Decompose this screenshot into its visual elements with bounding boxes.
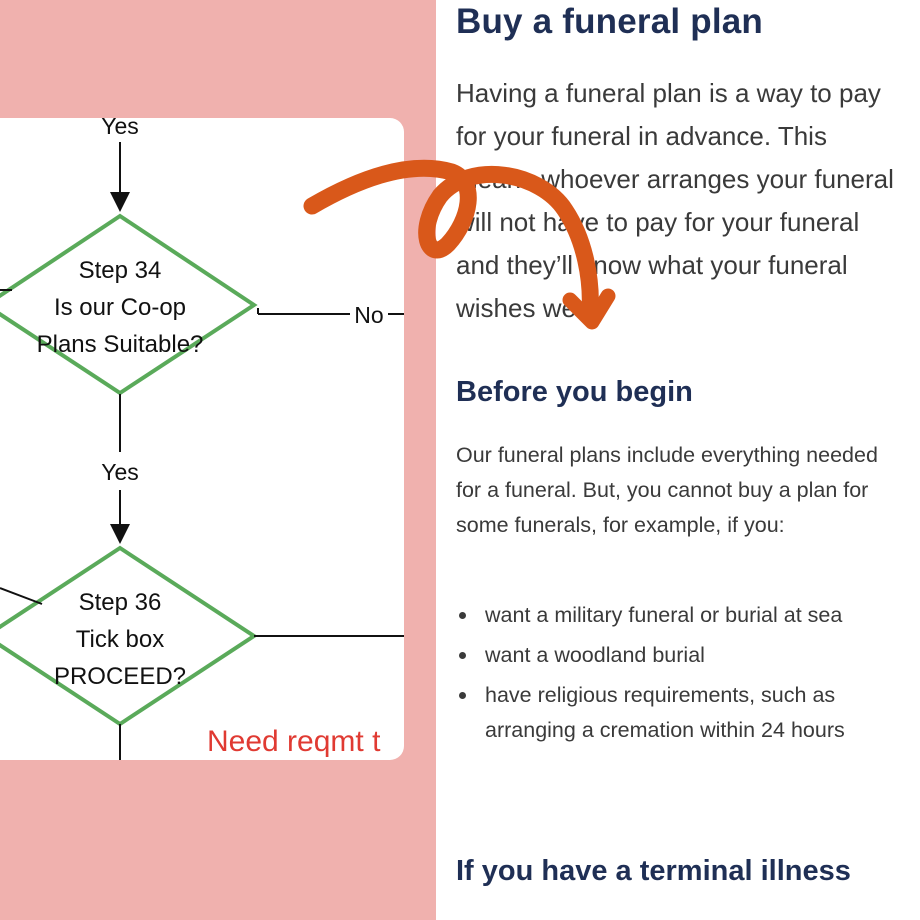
terminal-illness-heading: If you have a terminal illness <box>456 855 851 887</box>
flow-yes-mid: Yes <box>101 459 139 485</box>
flow-note: Need reqmt t <box>207 725 381 758</box>
flowchart-diagram: Yes Step 34 Is our Co-op Plans Suitable?… <box>0 118 404 760</box>
before-you-begin-text: Our funeral plans include everything nee… <box>456 443 878 537</box>
flow-no-label: No <box>354 302 383 328</box>
list-item: have religious requirements, such as arr… <box>456 678 876 748</box>
requirements-list: want a military funeral or burial at sea… <box>456 598 876 753</box>
step34-line1: Step 34 <box>79 257 162 284</box>
step36-line1: Step 36 <box>79 589 162 616</box>
flow-yes-top: Yes <box>101 118 139 139</box>
connector-left-36 <box>0 587 43 605</box>
list-item: want a woodland burial <box>456 638 876 673</box>
step36-line2: Tick box <box>76 626 164 653</box>
page-title: Buy a funeral plan <box>456 2 763 41</box>
step34-line2: Is our Co-op <box>54 294 186 321</box>
step34-diamond <box>0 213 258 396</box>
list-item: want a military funeral or burial at sea <box>456 598 876 633</box>
article-panel: Buy a funeral plan Having a funeral plan… <box>436 0 920 920</box>
intro-paragraph: Having a funeral plan is a way to pay fo… <box>456 78 894 323</box>
step36-line3: PROCEED? <box>54 663 186 690</box>
before-you-begin-heading: Before you begin <box>456 376 693 408</box>
flowchart-card: Yes Step 34 Is our Co-op Plans Suitable?… <box>0 118 404 760</box>
step34-line3: Plans Suitable? <box>37 331 204 358</box>
